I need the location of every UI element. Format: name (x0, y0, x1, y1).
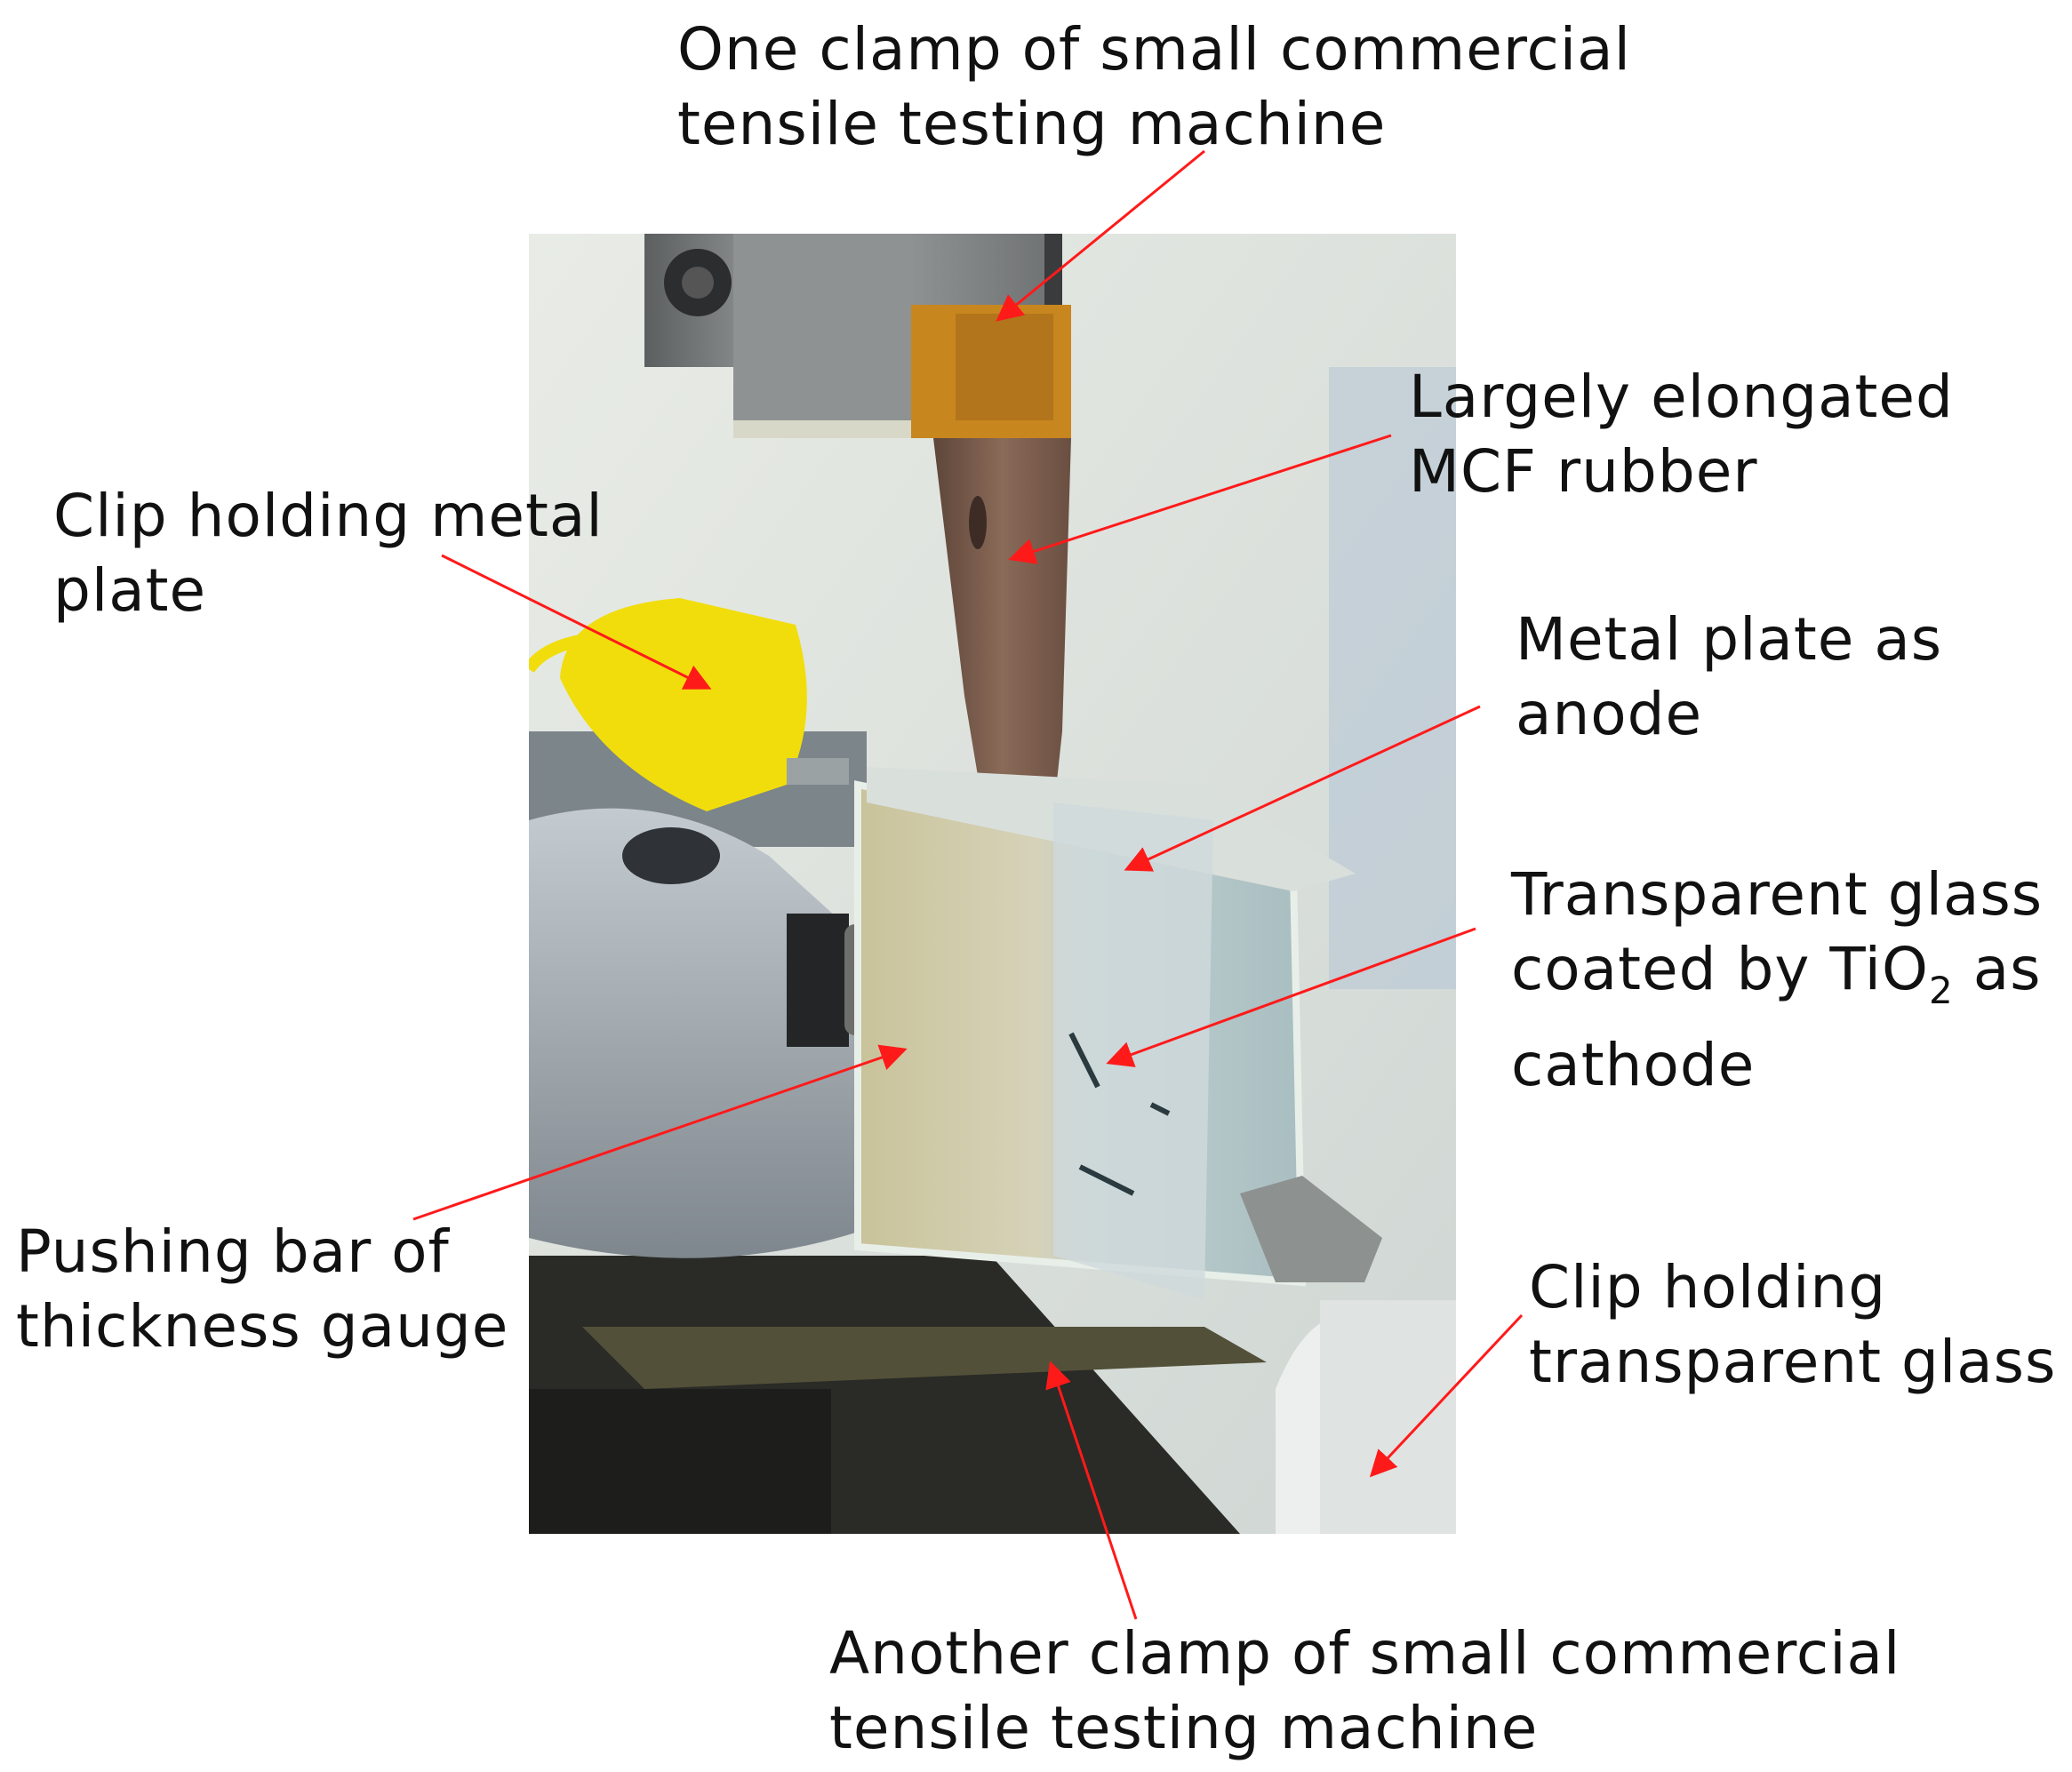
label-clip-glass: Clip holding transparent glass (1529, 1253, 2057, 1396)
label-glass: Transparent glass coated by TiO2 as cath… (1511, 860, 2044, 1099)
label-metal-plate: Metal plate as anode (1516, 605, 1943, 748)
background-blue-blur (1329, 367, 1456, 989)
label-bottom-clamp: Another clamp of small commercial tensil… (829, 1619, 1901, 1762)
arrow-clip-metal (441, 554, 712, 690)
arrow-rubber (1008, 434, 1392, 564)
arrow-top-clamp (996, 149, 1205, 322)
label-pushing-bar: Pushing bar of thickness gauge (16, 1217, 509, 1361)
top-clamp (644, 234, 1071, 438)
arrow-metal-plate (1124, 705, 1481, 872)
arrow-glass (1106, 927, 1476, 1067)
apparatus-photo (529, 234, 1456, 1534)
label-clip-metal: Clip holding metal plate (53, 482, 604, 625)
arrow-pushing-bar (412, 1044, 908, 1221)
arrow-clip-glass (1369, 1313, 1524, 1478)
yellow-clip (529, 598, 849, 811)
label-rubber: Largely elongated MCF rubber (1409, 363, 1954, 506)
arrow-bottom-clamp (1045, 1361, 1138, 1620)
label-top-clamp: One clamp of small commercial tensile te… (677, 15, 1631, 158)
